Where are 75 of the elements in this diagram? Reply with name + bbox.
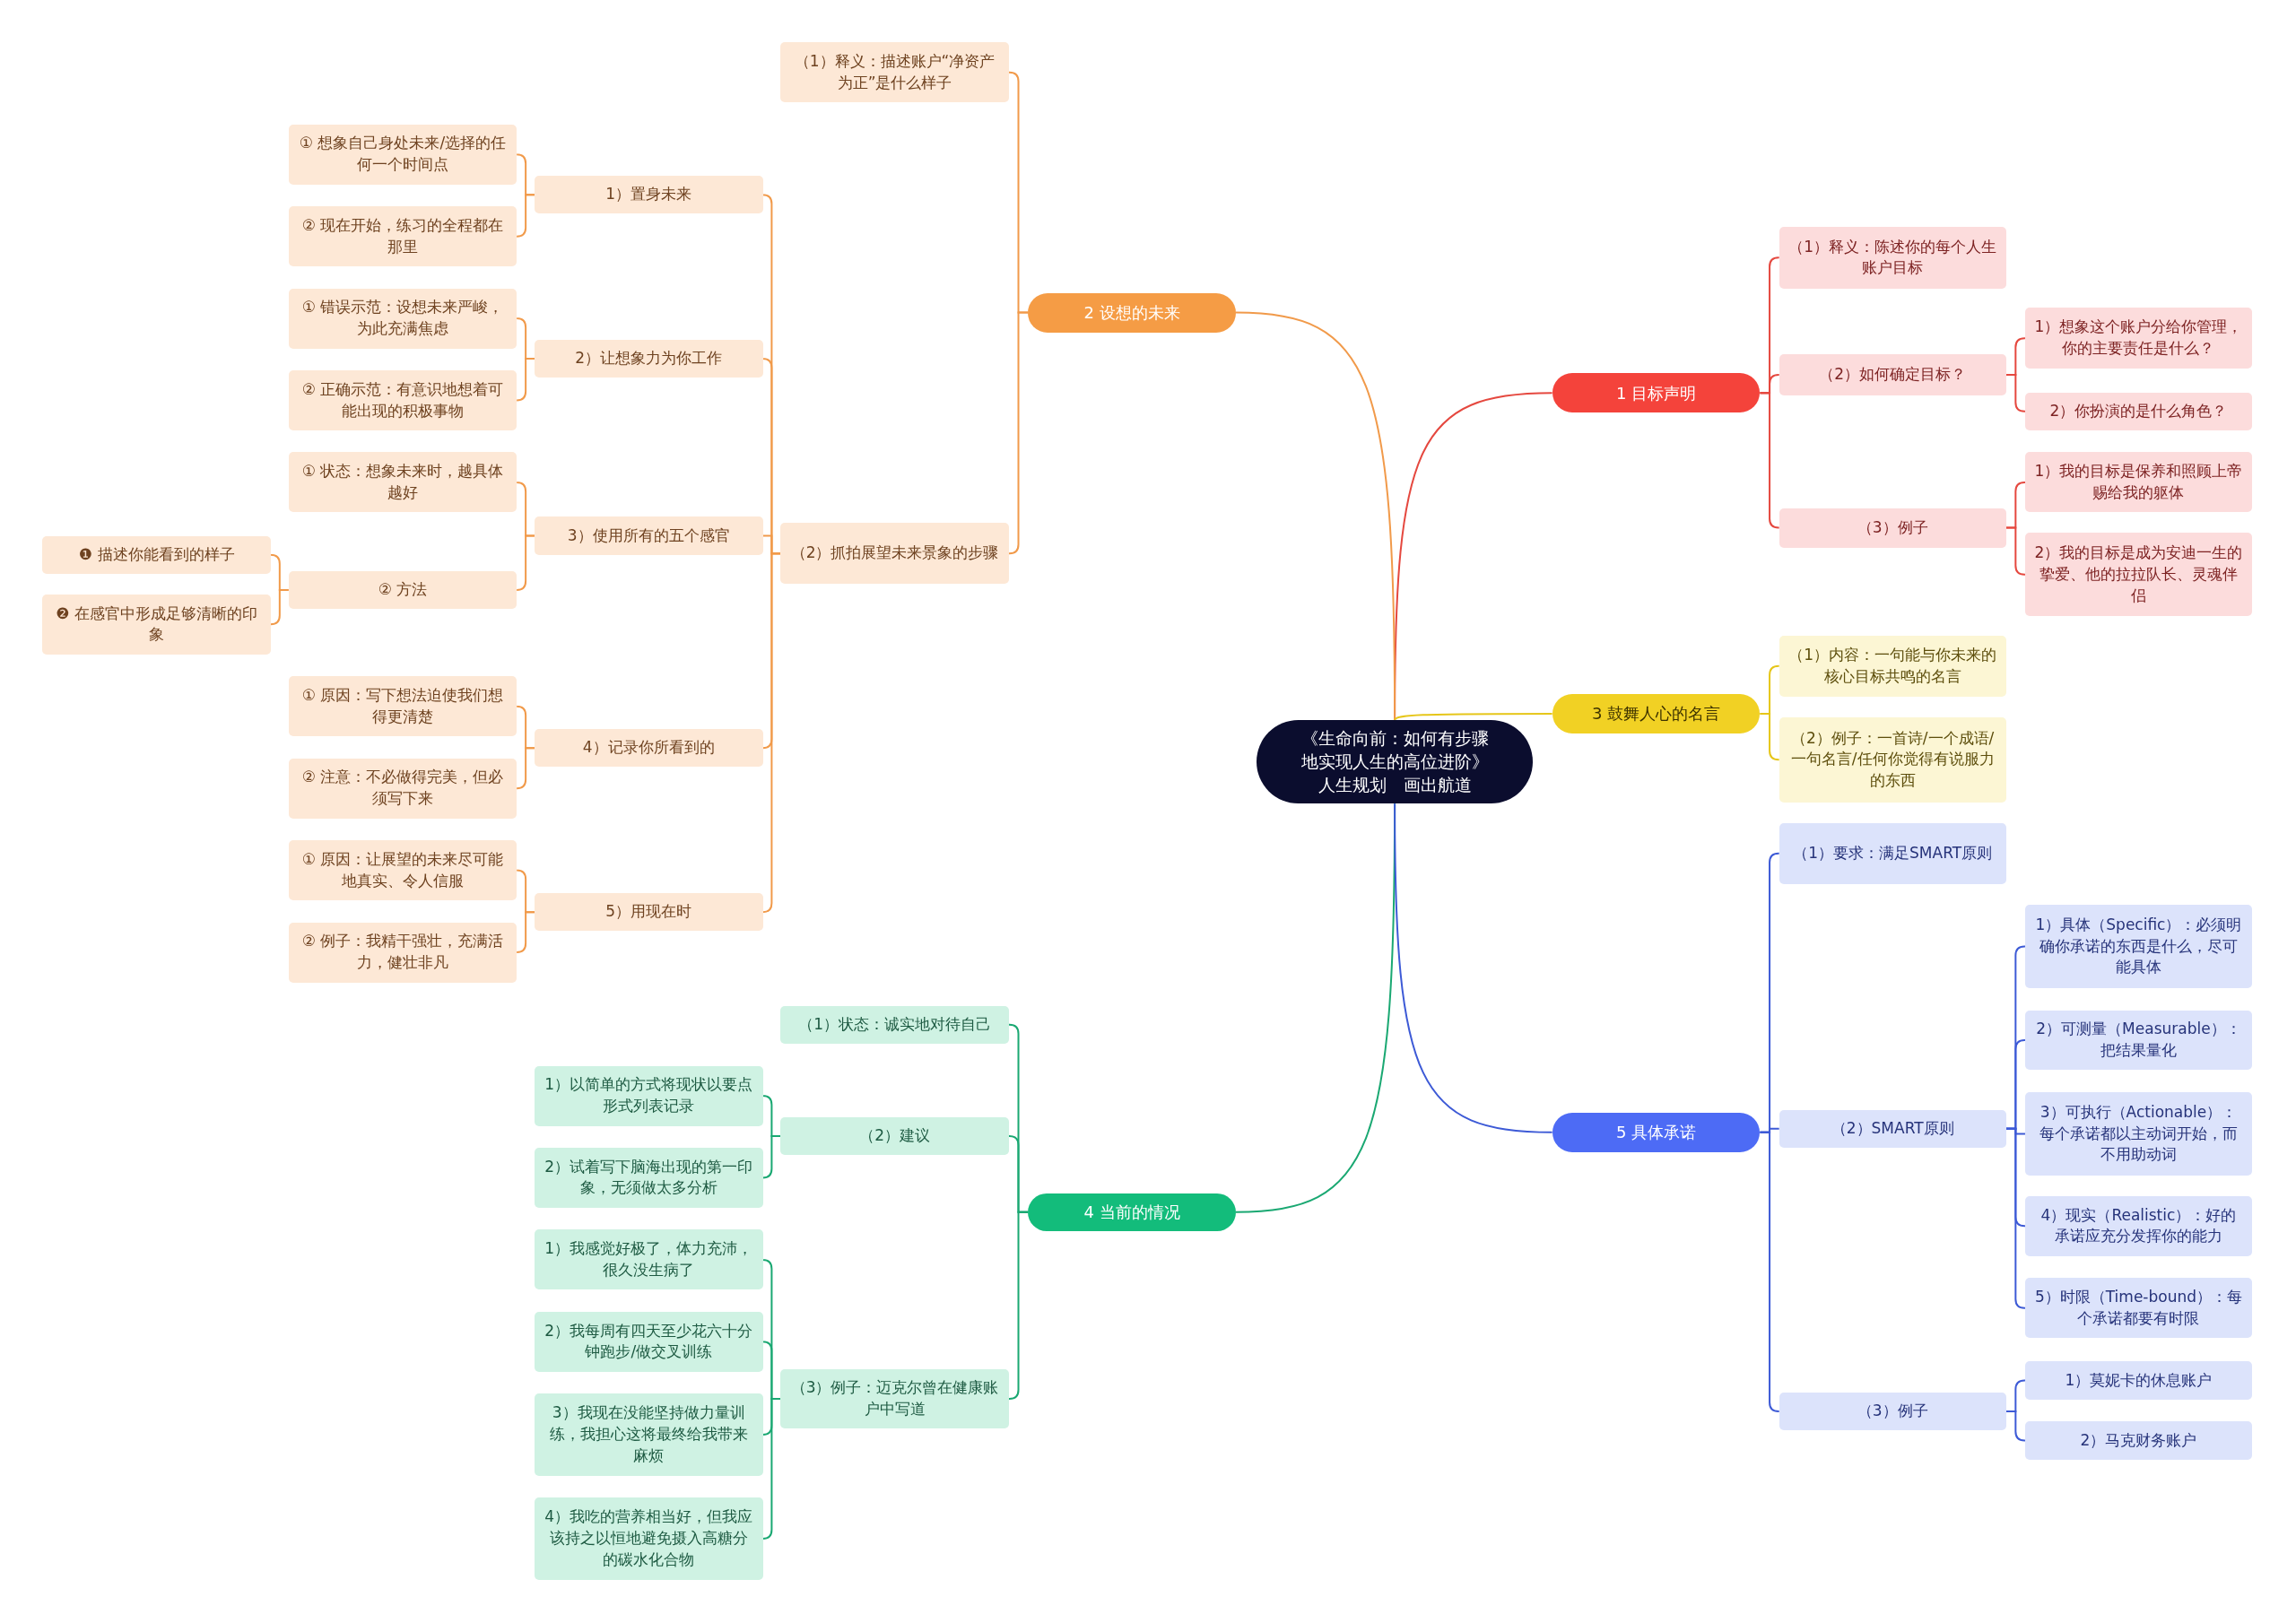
subtopic-box: ❷ 在感官中形成足够清晰的印象 <box>42 594 272 655</box>
subtopic-box: 3）我现在没能坚持做力量训练，我担心这将最终给我带来麻烦 <box>534 1393 763 1476</box>
subtopic-box: （1）要求：满足SMART原则 <box>1779 822 2006 885</box>
subtopic-box: 1）以简单的方式将现状以要点形式列表记录 <box>534 1065 763 1126</box>
subtopic-box: 3）使用所有的五个感官 <box>534 516 763 555</box>
connector-line <box>1759 392 1780 529</box>
topic-title: 《生命向前：如何有步骤地实现人生的高位进阶》 <box>1300 727 1490 773</box>
connector-line <box>1234 311 1396 722</box>
connector-line <box>516 534 535 591</box>
subtopic-box: 4）记录你所看到的 <box>534 729 763 768</box>
connector-line <box>516 747 535 790</box>
subtopic-box: 2）你扮演的是什么角色？ <box>2024 392 2252 430</box>
subtopic-box: 2）让想象力为你工作 <box>534 339 763 378</box>
subtopic-box: ② 方法 <box>288 570 517 610</box>
branch-topic: 1 目标声明 <box>1552 373 1761 413</box>
connector-line <box>1394 803 1553 1133</box>
subtopic-box: 5）用现在时 <box>534 892 763 932</box>
connector-line <box>2005 373 2026 412</box>
subtopic-box: （2）如何确定目标？ <box>1779 354 2006 395</box>
connector-line <box>1759 1131 1780 1412</box>
connector-line <box>1394 712 1553 722</box>
subtopic-box: （1）释义：陈述你的每个人生账户目标 <box>1779 227 2006 289</box>
subtopic-box: 3）可执行（Actionable）：每个承诺都以主动词开始，而不用助动词 <box>2024 1091 2252 1176</box>
branch-topic: 4 当前的情况 <box>1028 1193 1236 1232</box>
subtopic-box: 1）置身未来 <box>534 175 763 214</box>
subtopic-box: （1）状态：诚实地对待自己 <box>780 1005 1009 1045</box>
branch-topic: 3 鼓舞人心的名言 <box>1552 693 1761 733</box>
subtopic-box: 4）现实（Realistic）：好的承诺应充分发挥你的能力 <box>2024 1195 2252 1256</box>
connector-line <box>761 1134 782 1179</box>
subtopic-box: （2）建议 <box>780 1116 1009 1156</box>
subtopic-box: （3）例子 <box>1779 1392 2006 1431</box>
subtopic-box: （1）内容：一句能与你未来的核心目标共鸣的名言 <box>1779 635 2006 698</box>
subtopic-box: ① 原因：写下想法迫使我们想得更清楚 <box>288 676 517 737</box>
branch-topic: 5 具体承诺 <box>1552 1112 1761 1152</box>
connector-line <box>269 588 290 626</box>
subtopic-box: 1）莫妮卡的休息账户 <box>2024 1361 2252 1400</box>
subtopic-box: （3）例子 <box>1779 508 2006 548</box>
topic-subtitle: 人生规划 画出航道 <box>1318 774 1472 796</box>
subtopic-box: 2）我每周有四天至少花六十分钟跑步/做交叉训练 <box>534 1311 763 1372</box>
subtopic-box: 1）想象这个账户分给你管理，你的主要责任是什么？ <box>2024 307 2252 369</box>
connector-line <box>2005 1127 2026 1309</box>
connector-line <box>2005 526 2026 576</box>
subtopic-box: ② 例子：我精干强壮，充满活力，健壮非凡 <box>288 922 517 983</box>
subtopic-box: ② 现在开始，练习的全程都在那里 <box>288 206 517 267</box>
subtopic-box: 4）我吃的营养相当好，但我应该持之以恒地避免摄入高糖分的碳水化合物 <box>534 1497 763 1580</box>
subtopic-box: ① 状态：想象未来时，越具体越好 <box>288 452 517 513</box>
subtopic-box: ① 原因：让展望的未来尽可能地真实、令人信服 <box>288 840 517 901</box>
connector-line <box>761 552 782 914</box>
connector-line <box>1759 712 1780 761</box>
subtopic-box: （2）SMART原则 <box>1779 1109 2006 1148</box>
subtopic-box: 1）具体（Specific）：必须明确你承诺的东西是什么，尽可能具体 <box>2024 904 2252 988</box>
subtopic-box: ② 注意：不必做得完美，但必须写下来 <box>288 758 517 819</box>
connector-line <box>761 1398 782 1540</box>
subtopic-box: ① 想象自己身处未来/选择的任何一个时间点 <box>288 124 517 185</box>
subtopic-box: 2）试着写下脑海出现的第一印象，无须做太多分析 <box>534 1148 763 1208</box>
connector-line <box>1007 311 1030 555</box>
subtopic-box: 1）我的目标是保养和照顾上帝赐给我的躯体 <box>2024 452 2252 513</box>
subtopic-box: 5）时限（Time-bound）：每个承诺都要有时限 <box>2024 1278 2252 1339</box>
subtopic-box: （2）例子：一首诗/一个成语/一句名言/任何你觉得有说服力的东西 <box>1779 717 2006 803</box>
subtopic-box: （3）例子：迈克尔曾在健康账户中写道 <box>780 1368 1009 1429</box>
connector-line <box>516 911 535 954</box>
branch-topic: 2 设想的未来 <box>1028 292 1236 333</box>
subtopic-box: ① 错误示范：设想未来严峻，为此充满焦虑 <box>288 288 517 349</box>
connector-line <box>2005 1410 2026 1442</box>
connector-line <box>516 358 535 402</box>
connector-line <box>516 194 535 238</box>
subtopic-box: 2）马克财务账户 <box>2024 1421 2252 1460</box>
subtopic-box: 2）可测量（Measurable）：把结果量化 <box>2024 1010 2252 1071</box>
subtopic-box: （2）抓拍展望未来景象的步骤 <box>780 522 1009 585</box>
subtopic-box: ② 正确示范：有意识地想着可能出现的积极事物 <box>288 370 517 430</box>
subtopic-box: 1）我感觉好极了，体力充沛，很久没生病了 <box>534 1229 763 1290</box>
subtopic-box: ❶ 描述你能看到的样子 <box>42 535 272 574</box>
subtopic-box: （1）释义：描述账户“净资产为正”是什么样子 <box>780 42 1009 103</box>
connector-line <box>1007 1211 1030 1400</box>
subtopic-box: 2）我的目标是成为安迪一生的挚爱、他的拉拉队长、灵魂伴侣 <box>2024 533 2252 617</box>
